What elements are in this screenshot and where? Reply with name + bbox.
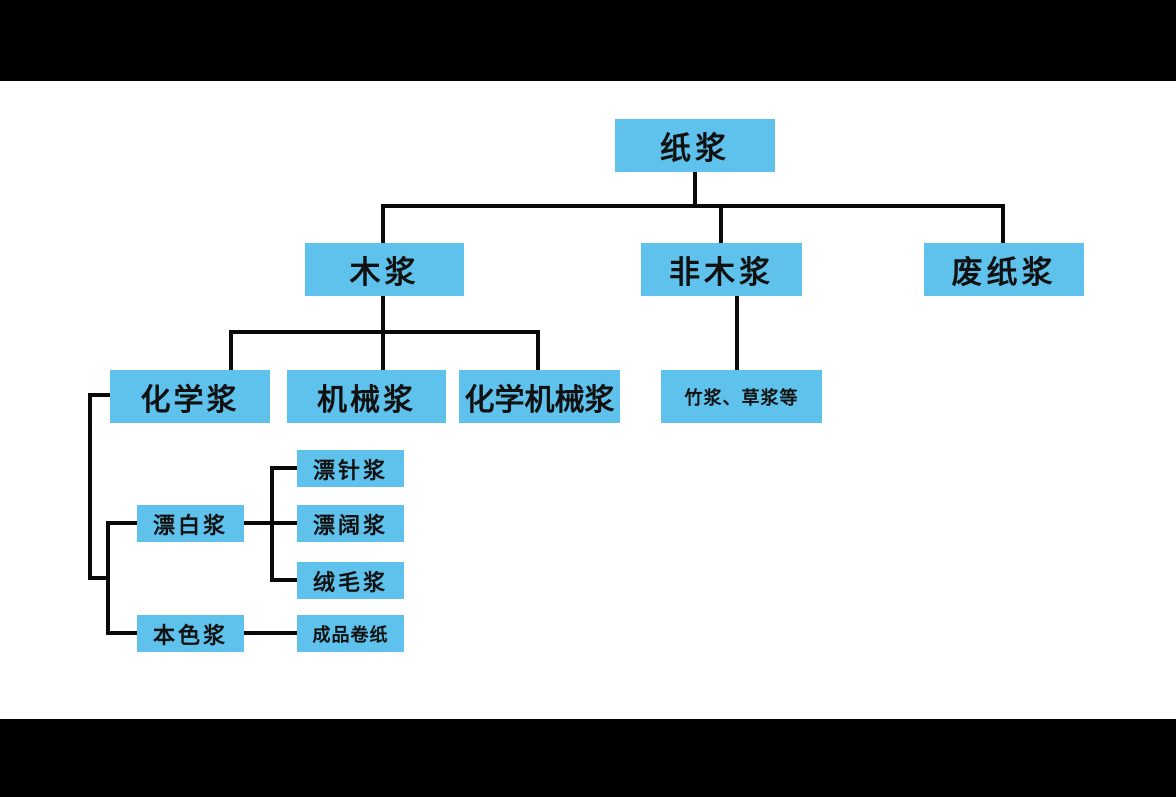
node-chemical-pulp: 化学浆	[110, 370, 270, 423]
node-nonwood-example: 竹浆、草浆等	[661, 370, 822, 423]
node-bleached-pulp: 漂白浆	[137, 505, 244, 542]
node-waste-paper-pulp: 废纸浆	[924, 243, 1084, 296]
node-bleached-hardwood-pulp: 漂阔浆	[297, 505, 404, 542]
node-nonwood-pulp: 非木浆	[641, 243, 802, 296]
node-pulp-root: 纸浆	[615, 119, 775, 172]
node-mechanical-pulp: 机械浆	[287, 370, 446, 423]
node-finished-roll-paper: 成品卷纸	[297, 615, 404, 652]
node-chemimechanical-pulp: 化学机械浆	[459, 370, 620, 423]
node-fluff-pulp: 绒毛浆	[297, 562, 404, 599]
node-bleached-softwood-pulp: 漂针浆	[297, 450, 404, 487]
node-unbleached-pulp: 本色浆	[137, 615, 244, 652]
node-wood-pulp: 木浆	[305, 243, 464, 296]
